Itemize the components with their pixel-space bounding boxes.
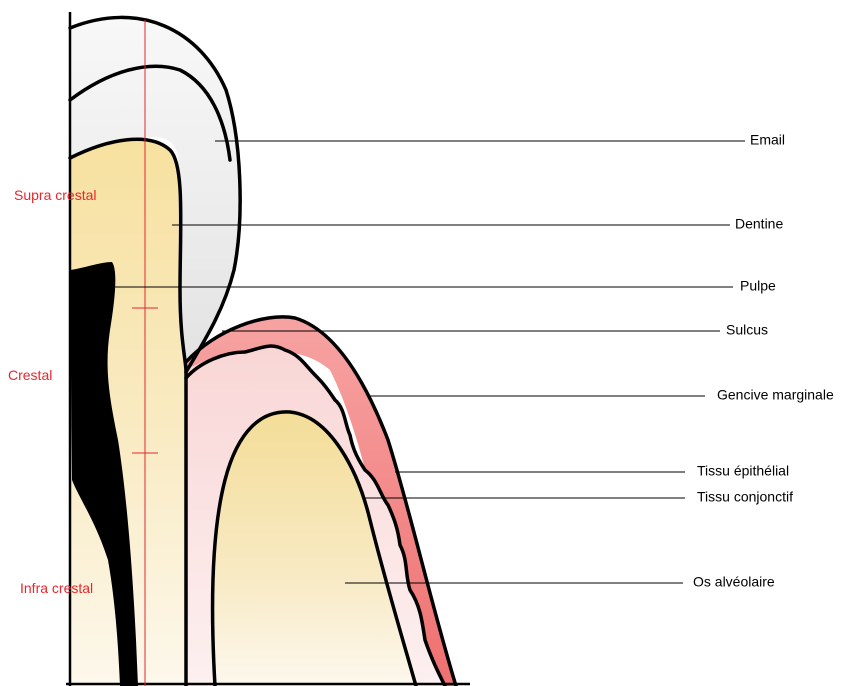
zone-crestal: Crestal [8, 367, 52, 383]
label-gencive-marginale: Gencive marginale [717, 387, 834, 403]
zone-supra-crestal: Supra crestal [14, 187, 96, 203]
zone-infra-crestal: Infra crestal [20, 580, 93, 596]
label-pulpe: Pulpe [740, 278, 776, 294]
label-tissu-epithelial: Tissu épithélial [697, 463, 789, 479]
label-tissu-conjonctif: Tissu conjonctif [697, 489, 793, 505]
label-sulcus: Sulcus [726, 322, 768, 338]
label-os-alveolaire: Os alvéolaire [693, 574, 775, 590]
label-dentine: Dentine [735, 216, 783, 232]
label-email: Email [750, 132, 785, 148]
